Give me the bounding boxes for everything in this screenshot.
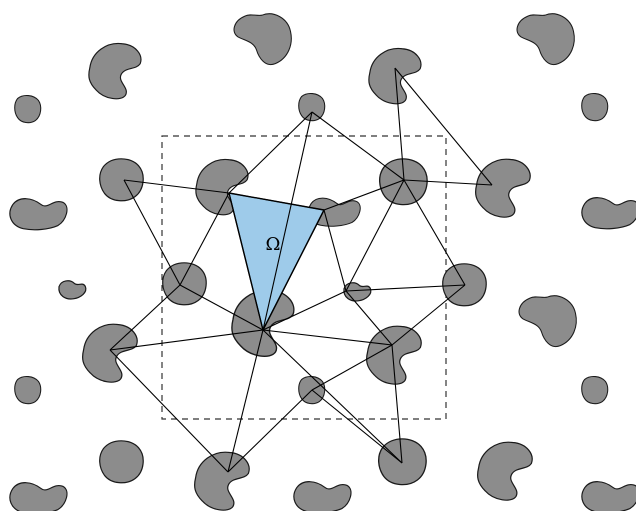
edge: [345, 284, 466, 292]
edge: [227, 329, 264, 473]
edge: [228, 192, 264, 331]
inclusion: [368, 47, 422, 105]
inclusion: [476, 441, 533, 501]
inclusion: [162, 262, 207, 306]
edge: [228, 192, 325, 211]
edge: [262, 111, 313, 331]
edge: [323, 179, 405, 211]
inclusion: [474, 158, 531, 218]
edge: [323, 209, 347, 292]
edge: [262, 209, 325, 331]
inclusion: [516, 13, 575, 66]
edge: [109, 284, 181, 351]
edge: [179, 192, 230, 286]
edge: [179, 284, 264, 331]
edge: [262, 329, 403, 464]
edge: [394, 67, 493, 186]
inclusion: [14, 94, 42, 124]
edge: [109, 329, 264, 351]
inclusion: [581, 92, 609, 122]
inclusion: [581, 197, 636, 230]
inclusion: [193, 451, 250, 511]
periodic-cell-boundary: [161, 135, 447, 420]
edge: [311, 111, 405, 181]
inclusions: [9, 13, 636, 511]
inclusion: [518, 295, 577, 348]
edge: [228, 111, 313, 194]
inclusion: [233, 13, 292, 66]
inclusion: [343, 282, 372, 302]
edge: [403, 179, 466, 286]
edge: [345, 179, 405, 292]
inclusion: [14, 375, 42, 405]
edge: [403, 179, 493, 186]
edge: [123, 179, 230, 194]
edge: [391, 344, 403, 464]
edge: [391, 284, 466, 346]
edge: [262, 290, 347, 331]
edge: [262, 329, 393, 346]
inclusion: [581, 481, 636, 511]
inclusion: [293, 481, 352, 511]
edge: [123, 179, 181, 286]
inclusion: [9, 198, 68, 231]
edge: [311, 389, 403, 464]
omega-label: Ω: [266, 234, 281, 255]
inclusion: [88, 42, 142, 100]
edge: [227, 389, 313, 473]
edge: [394, 67, 405, 181]
inclusion: [99, 158, 144, 202]
inclusion: [58, 280, 87, 300]
inclusion: [9, 482, 68, 511]
inclusion: [298, 92, 326, 122]
edge: [109, 349, 229, 473]
edge: [311, 344, 393, 391]
edge: [345, 290, 393, 346]
network-edges: [109, 67, 493, 473]
inclusion: [99, 440, 144, 484]
inclusion: [581, 375, 609, 405]
